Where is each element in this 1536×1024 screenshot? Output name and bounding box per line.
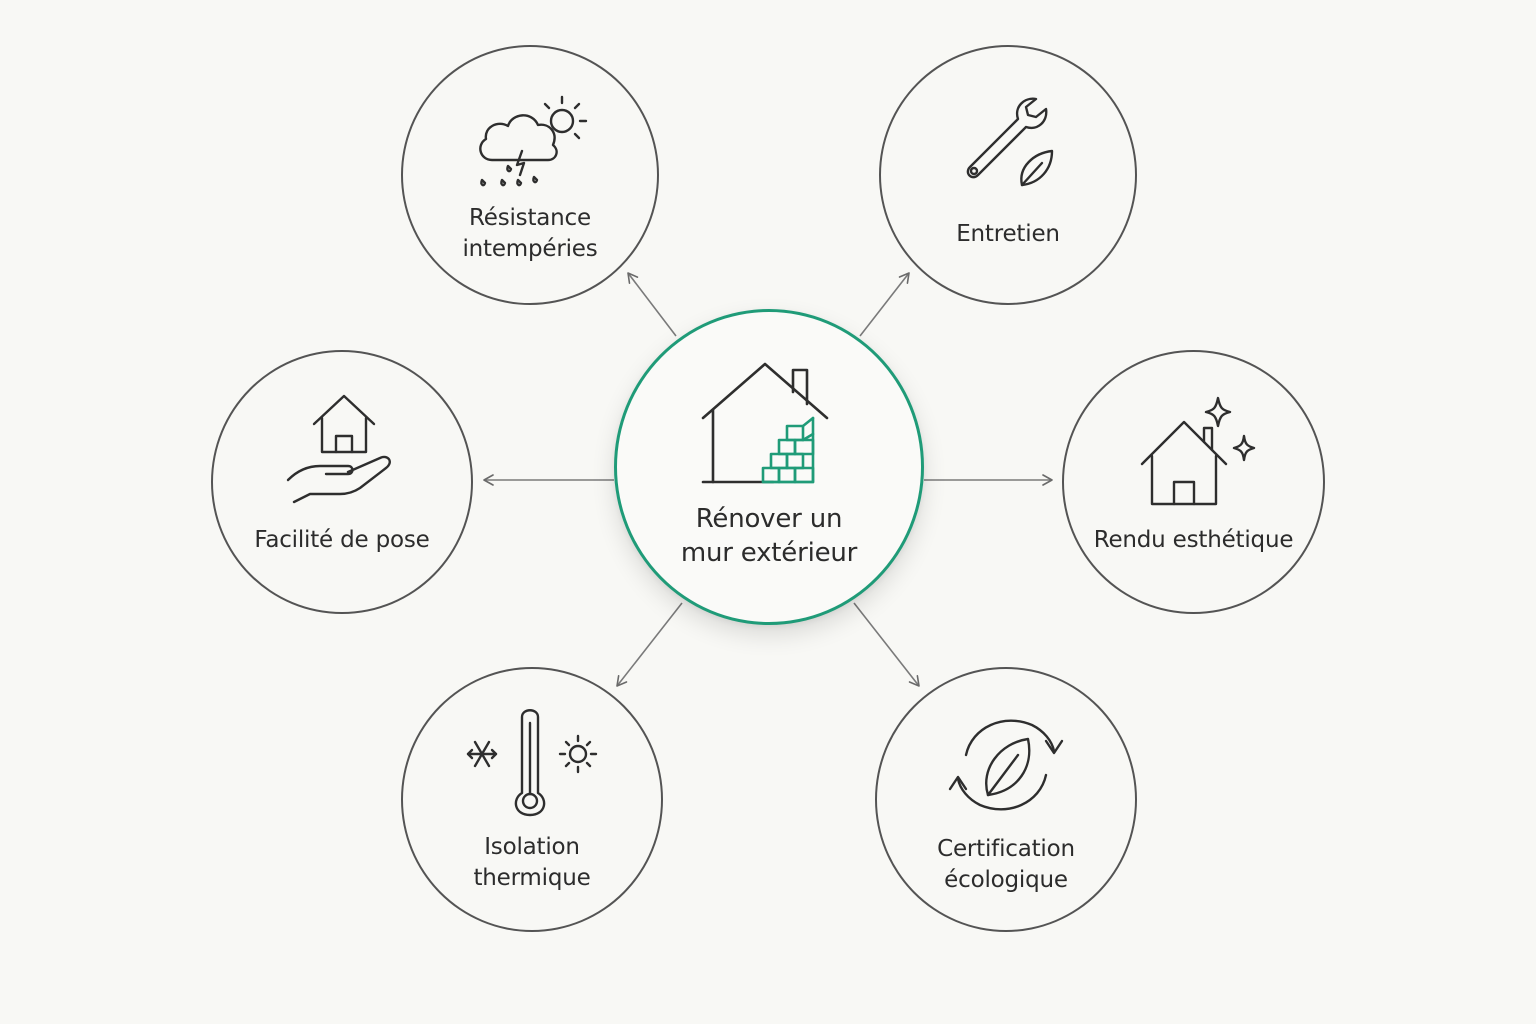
leaf-recycle-icon (877, 709, 1135, 821)
label-line: Rendu esthétique (1093, 527, 1294, 553)
node-aesthetic-finish: Rendu esthétique (1062, 350, 1325, 614)
label-line: écologique (944, 867, 1068, 893)
label-line: Isolation (484, 834, 580, 860)
node-label: Entretien (881, 219, 1135, 250)
label-line: Entretien (956, 221, 1060, 247)
node-maintenance: Entretien (879, 45, 1137, 305)
label-line: Résistance (469, 205, 591, 231)
node-ease-of-installation: Facilité de pose (211, 350, 473, 614)
rain-cloud-sun-icon (403, 87, 657, 187)
node-thermal-insulation: Isolation thermique (401, 667, 663, 932)
central-topic-node: Rénover un mur extérieur (614, 309, 924, 625)
label-line: intempéries (462, 236, 598, 262)
label-line: mur extérieur (680, 538, 858, 568)
central-topic-label: Rénover un mur extérieur (617, 502, 921, 570)
node-label: Rendu esthétique (1064, 525, 1323, 556)
node-label: Isolation thermique (403, 832, 661, 894)
house-sparkles-icon (1064, 394, 1323, 506)
arrow-to-weather (627, 272, 677, 337)
house-brick-wall-icon (617, 362, 921, 486)
node-label: Certification écologique (877, 834, 1135, 896)
arrow-to-thermal (616, 602, 683, 687)
wrench-leaf-icon (881, 93, 1135, 193)
node-label: Facilité de pose (213, 525, 471, 556)
arrow-to-maintenance (859, 272, 910, 337)
label-line: Rénover un (695, 504, 843, 534)
node-eco-certification: Certification écologique (875, 667, 1137, 932)
label-line: Certification (937, 836, 1075, 862)
hand-holding-house-icon (213, 394, 471, 506)
node-label: Résistance intempéries (403, 203, 657, 265)
node-weather-resistance: Résistance intempéries (401, 45, 659, 305)
label-line: thermique (473, 865, 591, 891)
label-line: Facilité de pose (254, 527, 430, 553)
thermometer-snow-sun-icon (403, 709, 661, 817)
arrow-to-eco (853, 602, 920, 687)
